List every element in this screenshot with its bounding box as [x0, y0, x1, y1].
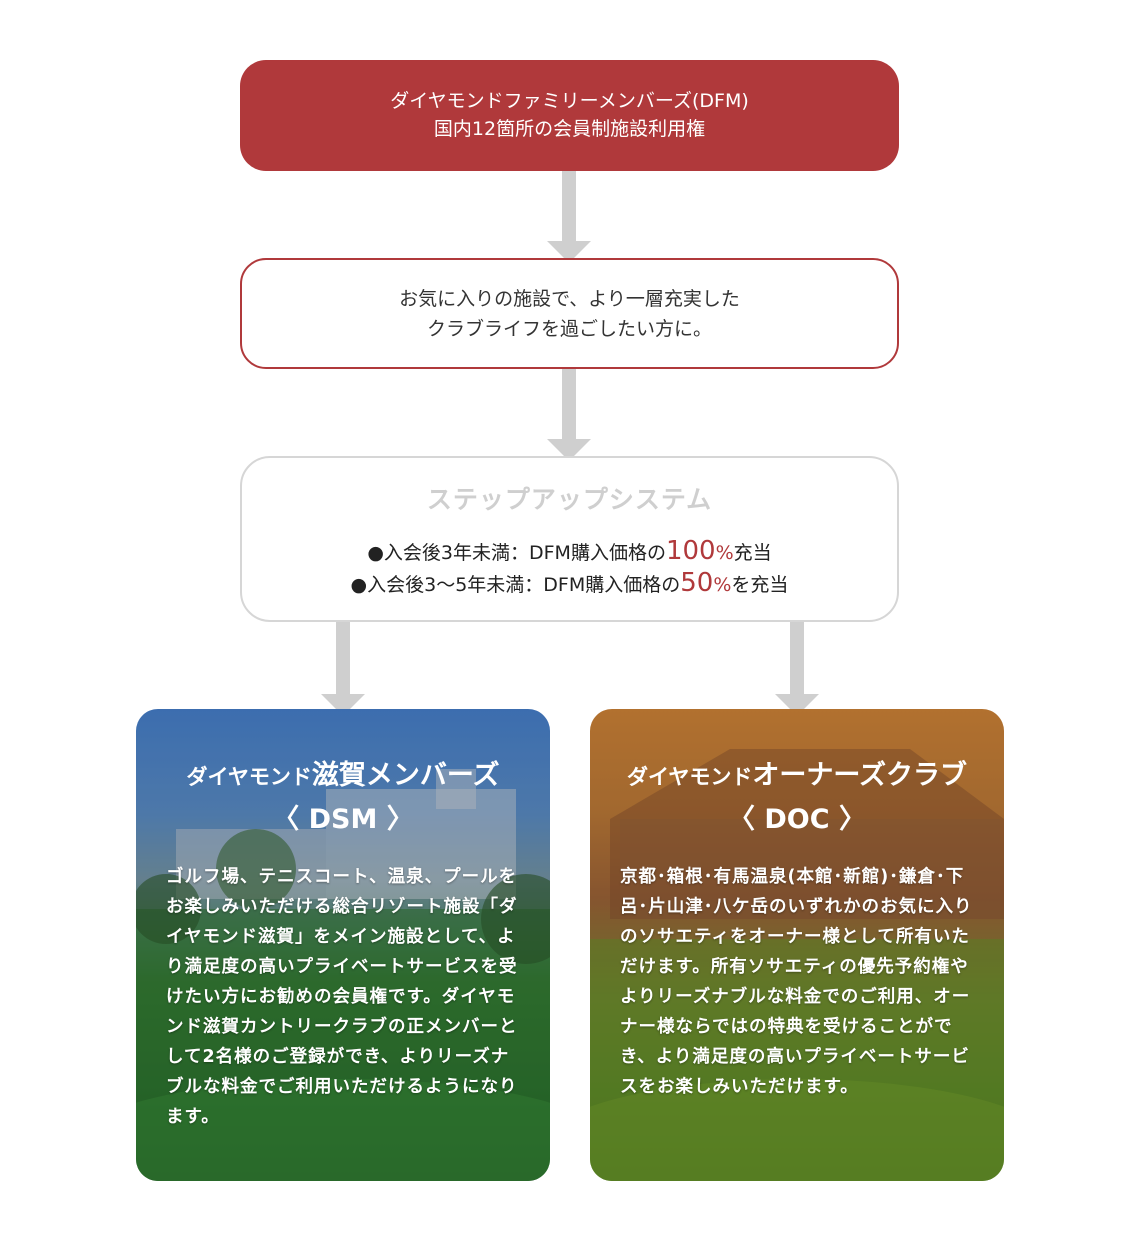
dsm-title-big: 滋賀メンバーズ	[311, 760, 500, 791]
stepup-rule-1: ●入会後3年未満：DFM購入価格の100%充当	[242, 536, 897, 568]
manor-house-photo	[590, 749, 1004, 1181]
doc-abbr: 〈 DOC 〉	[728, 804, 866, 835]
stepup-title: ステップアップシステム	[426, 485, 713, 514]
stepup-rules: ●入会後3年未満：DFM購入価格の100%充当 ●入会後3〜5年未満：DFM購入…	[242, 536, 897, 600]
dsm-title-small: ダイヤモンド	[186, 765, 312, 789]
dsm-title: ダイヤモンド滋賀メンバーズ	[136, 753, 550, 792]
rule-1-suffix: 充当	[733, 542, 772, 564]
doc-title-small: ダイヤモンド	[626, 765, 753, 789]
rule-2-prefix: ●入会後3〜5年未満：DFM購入価格の	[350, 574, 681, 596]
rule-1-percent: 100	[665, 536, 716, 566]
arrow-down-2	[547, 369, 591, 462]
doc-title-big: オーナーズクラブ	[752, 760, 968, 791]
rule-2-percent: 50	[680, 568, 714, 598]
target-box: お気に入りの施設で、より一層充実した クラブライフを過ごしたい方に。	[240, 258, 899, 369]
resort-hotel-photo	[136, 769, 550, 1181]
dfm-title: ダイヤモンドファミリーメンバーズ(DFM)	[390, 90, 749, 112]
doc-card: ダイヤモンドオーナーズクラブ 〈 DOC 〉 京都･箱根･有馬温泉(本館･新館)…	[590, 709, 1004, 1181]
dsm-abbr: 〈 DSM 〉	[272, 804, 414, 835]
stepup-box: ステップアップシステム ●入会後3年未満：DFM購入価格の100%充当 ●入会後…	[240, 456, 899, 622]
doc-title: ダイヤモンドオーナーズクラブ	[590, 753, 1004, 792]
dsm-card: ダイヤモンド滋賀メンバーズ 〈 DSM 〉 ゴルフ場、テニスコート、温泉、プール…	[136, 709, 550, 1181]
arrow-down-left	[321, 622, 365, 717]
dfm-subtitle: 国内12箇所の会員制施設利用権	[433, 118, 706, 140]
rule-2-suffix: を充当	[731, 574, 789, 596]
stepup-rule-2: ●入会後3〜5年未満：DFM購入価格の50%を充当	[242, 568, 897, 600]
doc-description: 京都･箱根･有馬温泉(本館･新館)･鎌倉･下呂･片山津･八ケ岳のいずれかのお気に…	[620, 867, 973, 1097]
dfm-box: ダイヤモンドファミリーメンバーズ(DFM) 国内12箇所の会員制施設利用権	[240, 60, 899, 171]
rule-1-prefix: ●入会後3年未満：DFM購入価格の	[367, 542, 666, 564]
dsm-description: ゴルフ場、テニスコート、温泉、プールをお楽しみいただける総合リゾート施設「ダイヤ…	[166, 867, 518, 1127]
arrow-down-right	[775, 622, 819, 717]
target-line-2: クラブライフを過ごしたい方に。	[426, 318, 712, 340]
arrow-down-1	[547, 171, 591, 264]
rule-2-percent-unit: %	[713, 574, 732, 596]
rule-1-percent-unit: %	[715, 542, 734, 564]
target-line-1: お気に入りの施設で、より一層充実した	[399, 288, 740, 310]
